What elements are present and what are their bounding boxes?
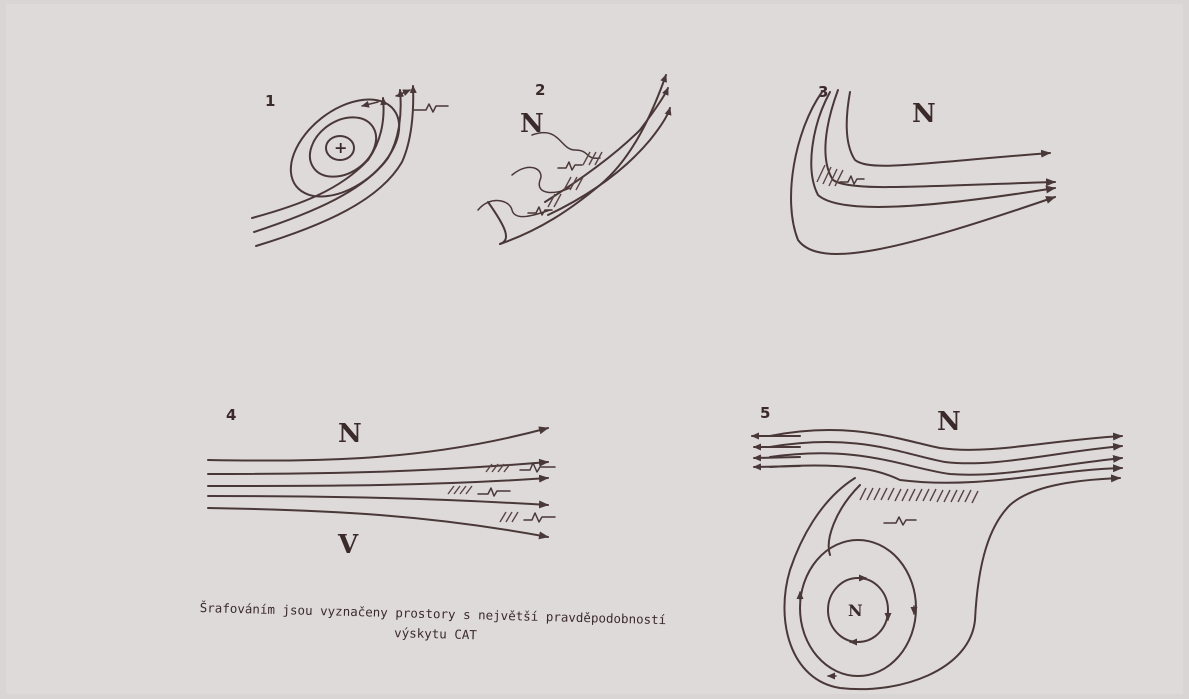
turbulence-mark-2a <box>558 162 582 170</box>
jet-line-4-2 <box>208 462 548 474</box>
panel-5: 5 N N <box>752 404 1122 689</box>
panel-5-label-n-low: N <box>848 601 863 620</box>
branch-arrow-left <box>362 102 378 106</box>
panel-5-number: 5 <box>760 404 770 422</box>
jet-line-4-4 <box>208 496 548 505</box>
panel-1-center-symbol: + <box>334 138 347 157</box>
panel-4-label-v: V <box>337 530 359 560</box>
west-arrow-3 <box>754 457 800 458</box>
panel-1: 1 + <box>252 80 448 246</box>
branch-arrow-right <box>396 90 410 96</box>
panel-4-number: 4 <box>226 406 236 424</box>
turbulence-mark <box>414 104 448 112</box>
panel-1-number: 1 <box>265 92 275 110</box>
hatch-area-2 <box>548 152 602 207</box>
jet-line-hook <box>488 202 506 244</box>
panel-4: 4 N V <box>208 406 555 560</box>
panel-5-label-n-top: N <box>937 407 961 437</box>
jet-line-1 <box>500 75 666 244</box>
turbulence-mark-4c <box>524 513 555 522</box>
turbulence-mark-4b <box>478 488 510 496</box>
panel-2-number: 2 <box>535 81 545 99</box>
panel-4-label-n: N <box>338 419 362 449</box>
cutoff-envelope <box>784 478 1120 689</box>
hatch-area-5 <box>860 488 978 503</box>
trough-line-1 <box>847 92 1050 166</box>
jet-line-3 <box>548 108 670 215</box>
jet-line-4-1 <box>208 428 548 461</box>
hatch-area-4 <box>448 464 518 522</box>
panel-3: 3 N <box>791 83 1055 254</box>
trough-line-2 <box>825 90 1055 187</box>
jet-line-4-5 <box>208 508 548 537</box>
panel-3-label-n: N <box>912 99 936 129</box>
turbulence-mark-3 <box>840 176 864 184</box>
jet-line-4-3 <box>208 478 548 486</box>
panel-2: 2 N <box>478 75 670 244</box>
jet-line-2 <box>545 88 668 202</box>
turbulence-mark-5 <box>884 517 916 525</box>
wave-2 <box>512 167 570 192</box>
